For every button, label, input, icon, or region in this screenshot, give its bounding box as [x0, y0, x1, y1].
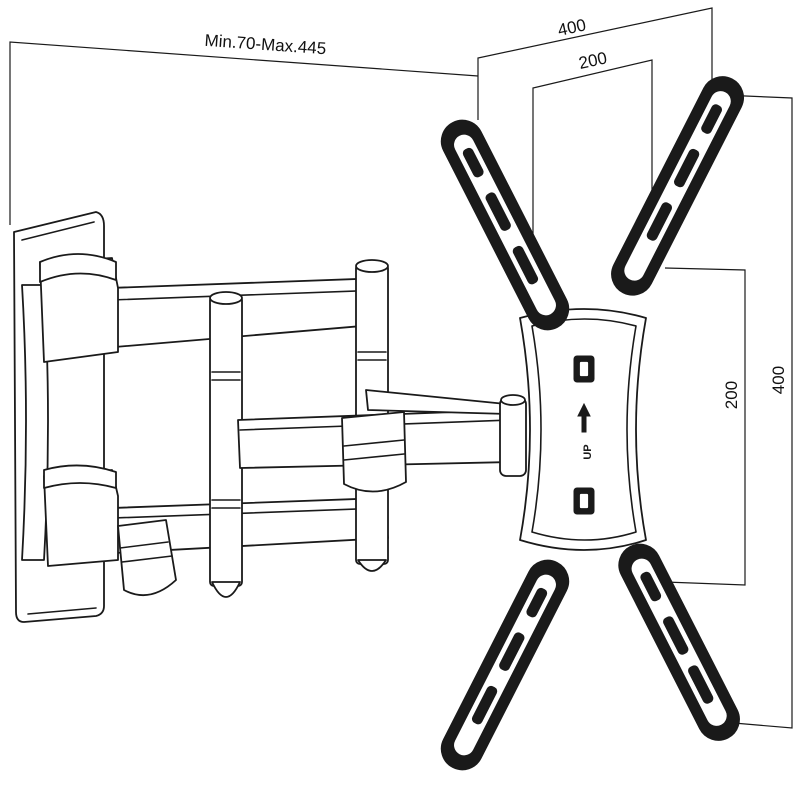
dimension-vesa-outer-height: 400	[721, 94, 793, 729]
front-arm-top-flange	[365, 389, 509, 415]
up-label: UP	[582, 444, 594, 459]
arm-extension-label: Min.70-Max.445	[204, 31, 327, 58]
vesa-center-inner	[531, 318, 637, 541]
vesa-plate: UP	[440, 76, 744, 771]
vesa-arm-upper-right	[611, 76, 744, 296]
front-post-tip	[211, 581, 241, 598]
wall-plate-edge	[21, 221, 97, 615]
front-cable-clip	[341, 411, 407, 493]
vesa-arm-lower-right	[618, 543, 740, 741]
outer-height-leader	[721, 94, 793, 729]
dimension-vesa-outer-width: 400	[477, 7, 713, 120]
front-cable-clip-ribs	[343, 439, 405, 461]
inner-width-leader	[532, 59, 653, 300]
outer-height-label: 400	[769, 366, 788, 394]
front-post-body	[209, 295, 243, 587]
lower-cable-clip	[117, 519, 177, 597]
rear-post-band	[357, 351, 387, 361]
tilt-head-top	[500, 394, 526, 406]
inner-width-label: 200	[577, 48, 609, 72]
front-arm	[237, 389, 527, 493]
arm-extension-leader	[9, 41, 479, 225]
lower-wall-hinge-cap	[43, 464, 117, 489]
upper-wall-hinge-cap	[39, 253, 117, 283]
outer-width-leader	[477, 7, 713, 120]
rear-post-top	[355, 259, 389, 273]
inner-height-label: 200	[722, 381, 741, 409]
dimension-vesa-inner-height: 200	[664, 267, 746, 586]
vesa-arm-lower-left	[440, 559, 570, 771]
tilt-head	[499, 397, 527, 477]
front-post-bands	[211, 371, 241, 509]
front-post	[209, 291, 243, 598]
rear-post-tip	[357, 559, 387, 572]
outer-width-label: 400	[556, 15, 588, 39]
up-arrow-icon	[577, 402, 591, 433]
front-post-top	[209, 291, 243, 305]
vesa-arm-upper-left	[440, 119, 570, 331]
lower-cable-clip-ribs	[119, 541, 173, 563]
dimension-arm-extension: Min.70-Max.445	[9, 31, 479, 225]
inner-height-leader	[664, 267, 746, 586]
